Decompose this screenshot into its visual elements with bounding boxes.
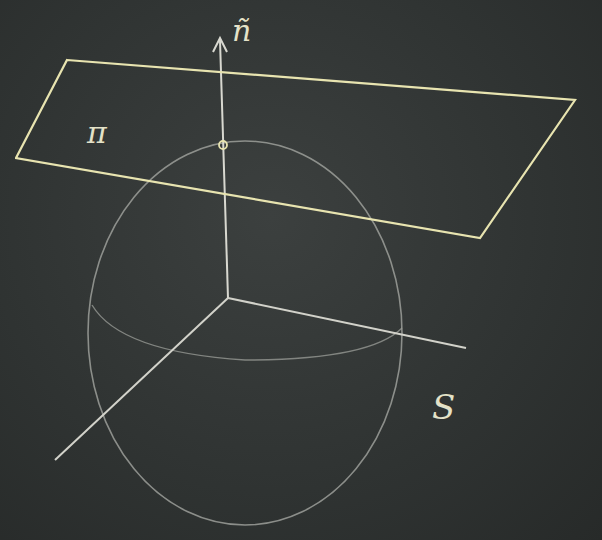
normal-arrowhead xyxy=(213,38,227,52)
plane-label: π xyxy=(87,118,107,148)
tangent-point xyxy=(219,141,227,149)
normal-vector-label: ñ xyxy=(232,16,251,46)
z-axis xyxy=(220,40,228,298)
plane-outline xyxy=(15,58,577,240)
x-axis xyxy=(55,298,228,460)
equator-arc xyxy=(92,305,402,360)
tangent-plane: π xyxy=(15,58,577,240)
plane-parallelogram xyxy=(16,60,575,238)
surface-label: S xyxy=(432,390,455,424)
y-axis xyxy=(228,298,466,348)
sphere-outline xyxy=(88,141,402,525)
